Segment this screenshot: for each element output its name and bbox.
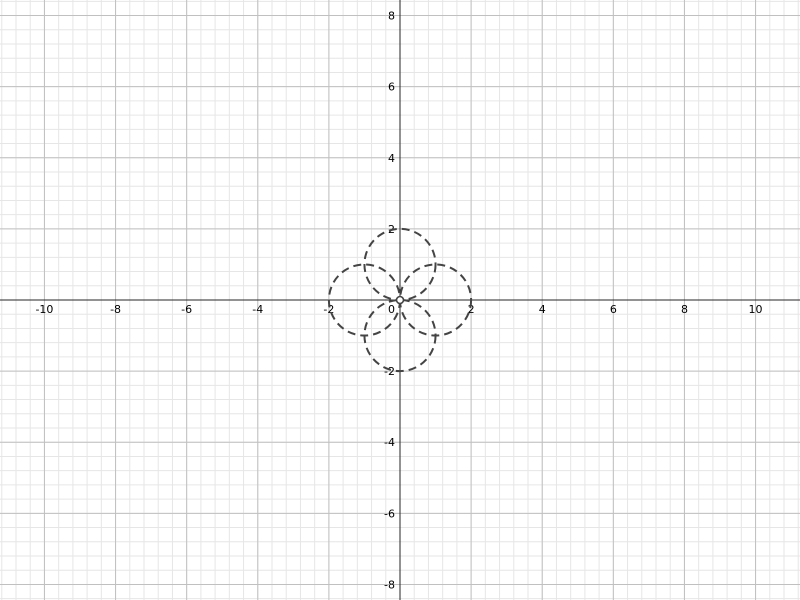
x-tick-label: 8	[681, 303, 688, 316]
y-tick-label: -4	[384, 436, 395, 449]
x-tick-label: -6	[181, 303, 192, 316]
x-tick-label: 6	[610, 303, 617, 316]
origin-point[interactable]	[395, 295, 405, 305]
points-group[interactable]	[395, 295, 405, 305]
y-tick-label: -2	[384, 365, 395, 378]
y-tick-label: 4	[388, 152, 395, 165]
x-tick-label: -2	[323, 303, 334, 316]
y-tick-label: 8	[388, 10, 395, 23]
x-tick-label: 2	[468, 303, 475, 316]
x-tick-label: -4	[252, 303, 263, 316]
x-tick-label: -10	[35, 303, 53, 316]
x-tick-label: 4	[539, 303, 546, 316]
y-tick-label: -6	[384, 507, 395, 520]
x-tick-label: 10	[749, 303, 763, 316]
y-tick-label: -8	[384, 578, 395, 591]
y-tick-label: 6	[388, 81, 395, 94]
x-tick-label: -8	[110, 303, 121, 316]
origin-label: 0	[388, 303, 395, 316]
